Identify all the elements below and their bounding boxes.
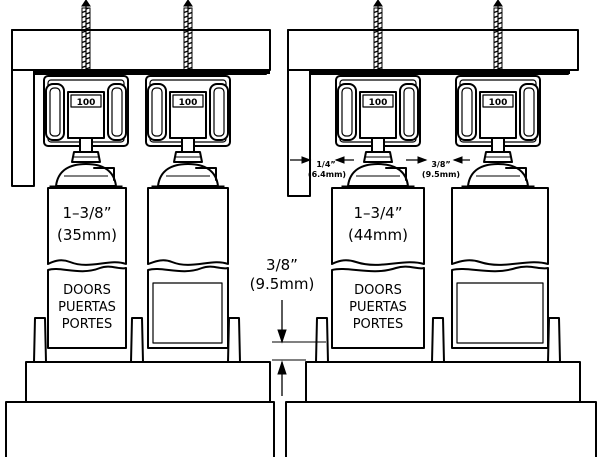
left-floor-track bbox=[25, 361, 271, 403]
right-roller-1-number: 100 bbox=[369, 98, 388, 108]
right-thickness-in: 1–3/4” bbox=[354, 204, 403, 222]
left-thickness-in: 1–3/8” bbox=[63, 204, 112, 222]
left-thickness-mm: (35mm) bbox=[57, 226, 117, 244]
right-floor bbox=[285, 401, 597, 457]
left-floor bbox=[5, 401, 275, 457]
left-door-back bbox=[147, 187, 229, 349]
left-roller-1-number: 100 bbox=[77, 98, 96, 108]
right-roller-1 bbox=[335, 0, 421, 191]
left-roller-1 bbox=[43, 0, 129, 191]
clearance-large-mm: (9.5mm) bbox=[422, 170, 460, 179]
left-doors-label-fr: PORTES bbox=[62, 317, 113, 332]
clearance-large-in: 3/8” bbox=[431, 160, 450, 169]
right-clearance-dims bbox=[290, 156, 470, 164]
right-thickness-mm: (44mm) bbox=[348, 226, 408, 244]
diagram-labels: 100 100 100 100 1–3/8” (35mm) 1–3/4” (44… bbox=[57, 98, 507, 332]
left-header bbox=[11, 29, 271, 71]
right-floor-track bbox=[305, 361, 581, 403]
right-roller-2 bbox=[455, 0, 541, 191]
right-door-back bbox=[451, 187, 549, 349]
gap-dimension-in: 3/8” bbox=[266, 256, 298, 274]
gap-dimension-mm: (9.5mm) bbox=[250, 275, 315, 293]
left-doors-label-es: PUERTAS bbox=[58, 300, 116, 315]
right-header bbox=[287, 29, 579, 71]
clearance-small-mm: (6.4mm) bbox=[308, 170, 346, 179]
right-door-front bbox=[331, 187, 425, 349]
right-doors-label-es: PUERTAS bbox=[349, 300, 407, 315]
left-wall bbox=[11, 29, 35, 187]
right-assembly bbox=[285, 0, 597, 457]
right-doors-label-en: DOORS bbox=[354, 283, 402, 298]
right-roller-2-number: 100 bbox=[489, 98, 508, 108]
left-door-front bbox=[47, 187, 127, 349]
right-wall bbox=[287, 29, 311, 197]
left-doors-label-en: DOORS bbox=[63, 283, 111, 298]
gap-dimension bbox=[272, 300, 326, 396]
left-assembly bbox=[5, 0, 275, 457]
left-roller-2 bbox=[145, 0, 231, 191]
right-doors-label-fr: PORTES bbox=[353, 317, 404, 332]
clearance-small-in: 1/4” bbox=[316, 160, 335, 169]
left-roller-2-number: 100 bbox=[179, 98, 198, 108]
